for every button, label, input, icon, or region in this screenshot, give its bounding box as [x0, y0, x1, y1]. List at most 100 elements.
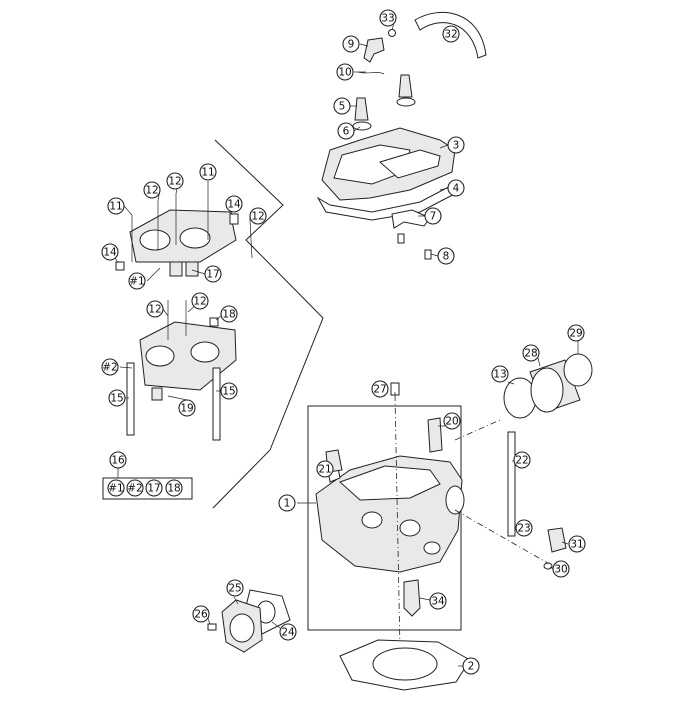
callout-c22: 22	[513, 451, 531, 469]
callout-c15b: 15	[220, 382, 238, 400]
callout-c27-circle	[371, 380, 389, 398]
dowel-pin	[151, 387, 163, 401]
callout-c21-label: 21	[318, 464, 331, 476]
callout-c3-circle	[447, 136, 465, 154]
leader-h1	[146, 267, 161, 282]
leader-9	[359, 43, 369, 47]
callout-c6-label: 6	[343, 126, 350, 138]
leader-19	[167, 395, 188, 401]
callout-c11b-label: 11	[201, 167, 214, 179]
callout-c2-circle	[462, 657, 480, 675]
callout-c11a-circle	[107, 197, 125, 215]
callout-c1: 1	[278, 494, 296, 512]
kit-item-2-label: 17	[147, 483, 160, 495]
spark-plug-shield	[391, 209, 431, 229]
callout-c29-label: 29	[569, 328, 582, 340]
leader-12d	[162, 308, 169, 317]
callout-c12e-circle	[191, 292, 209, 310]
leader-31	[561, 541, 569, 545]
callout-c6-circle	[337, 122, 355, 140]
callout-c25: 25	[226, 579, 244, 597]
callout-cH1: #1	[128, 272, 146, 290]
callout-c2-label: 2	[468, 661, 475, 673]
cover-washer	[396, 97, 416, 107]
kit-item-0-label: #1	[108, 483, 123, 495]
callout-c7-circle	[424, 207, 442, 225]
leader-28	[537, 357, 541, 367]
dowel-pin	[169, 261, 183, 277]
exhaust-flange-rim	[229, 613, 255, 643]
kit-item-0: #1	[107, 479, 125, 497]
camshaft-section-divider	[212, 139, 324, 509]
callout-c25-circle	[226, 579, 244, 597]
callout-c33-label: 33	[381, 13, 394, 25]
callout-c17-circle	[204, 265, 222, 283]
callout-c31-circle	[568, 535, 586, 553]
head-gasket-bore	[372, 647, 438, 681]
callout-c34-circle	[429, 592, 447, 610]
leader-h2	[119, 366, 133, 369]
callout-c18: 18	[220, 305, 238, 323]
temperature-sensor	[547, 527, 567, 553]
callout-c19: 19	[178, 399, 196, 417]
bridge-nut	[209, 317, 219, 327]
callout-c33: 33	[379, 9, 397, 27]
callout-c16-circle	[109, 451, 127, 469]
callout-c3: 3	[447, 136, 465, 154]
leader-17	[191, 269, 206, 275]
valve-cover-assembly	[316, 12, 487, 260]
callout-c3-label: 3	[453, 140, 460, 152]
callout-c14a-label: 14	[103, 247, 117, 259]
callout-c32-circle	[442, 25, 460, 43]
callout-c14b: 14	[225, 195, 243, 213]
bearing-journal	[145, 345, 175, 367]
leader-11a	[123, 205, 133, 216]
callout-c12a-label: 12	[145, 185, 158, 197]
callout-c29-circle	[567, 324, 585, 342]
callout-c32-label: 32	[444, 29, 457, 41]
flange-screw	[207, 623, 217, 631]
callout-c15b-circle	[220, 382, 238, 400]
callout-c11a: 11	[107, 197, 125, 215]
kit-item-1-circle	[126, 479, 144, 497]
callout-c2: 2	[462, 657, 480, 675]
kit-item-3: 18	[165, 479, 183, 497]
callout-c5: 5	[333, 97, 351, 115]
callout-c17-label: 17	[206, 269, 219, 281]
bridge-nut	[115, 261, 125, 271]
callout-c11a-label: 11	[109, 201, 122, 213]
callout-c12a: 12	[143, 181, 161, 199]
camshaft-bearing-bridge-upper	[115, 186, 253, 277]
callout-c26-circle	[192, 605, 210, 623]
callout-c14b-circle	[225, 195, 243, 213]
kit-item-2-circle	[145, 479, 163, 497]
callout-c15a-circle	[108, 389, 126, 407]
callout-c5-label: 5	[339, 101, 346, 113]
dowel-pin	[185, 261, 199, 277]
callout-c31: 31	[568, 535, 586, 553]
callout-c12c-label: 12	[251, 211, 264, 223]
callout-c32: 32	[442, 25, 460, 43]
leader-8	[430, 253, 439, 257]
callout-c12d-label: 12	[148, 304, 161, 316]
bearing-bridge-lower	[139, 321, 237, 391]
callout-c34: 34	[429, 592, 447, 610]
callout-c20: 20	[443, 412, 461, 430]
stud	[212, 367, 221, 441]
bridge-nut	[229, 213, 239, 225]
callout-c14b-label: 14	[227, 199, 241, 211]
callout-c23-circle	[515, 519, 533, 537]
leader-13	[507, 381, 515, 385]
callout-c12c: 12	[249, 207, 267, 225]
long-stud	[507, 431, 516, 537]
callout-c15a-label: 15	[110, 393, 123, 405]
callout-c12c-circle	[249, 207, 267, 225]
leader-24	[271, 621, 281, 629]
callout-c6: 6	[337, 122, 355, 140]
valve-cover-rib	[333, 144, 411, 185]
valve-guide	[427, 417, 443, 453]
callout-cH2-circle	[101, 358, 119, 376]
bearing-journal	[190, 341, 220, 363]
